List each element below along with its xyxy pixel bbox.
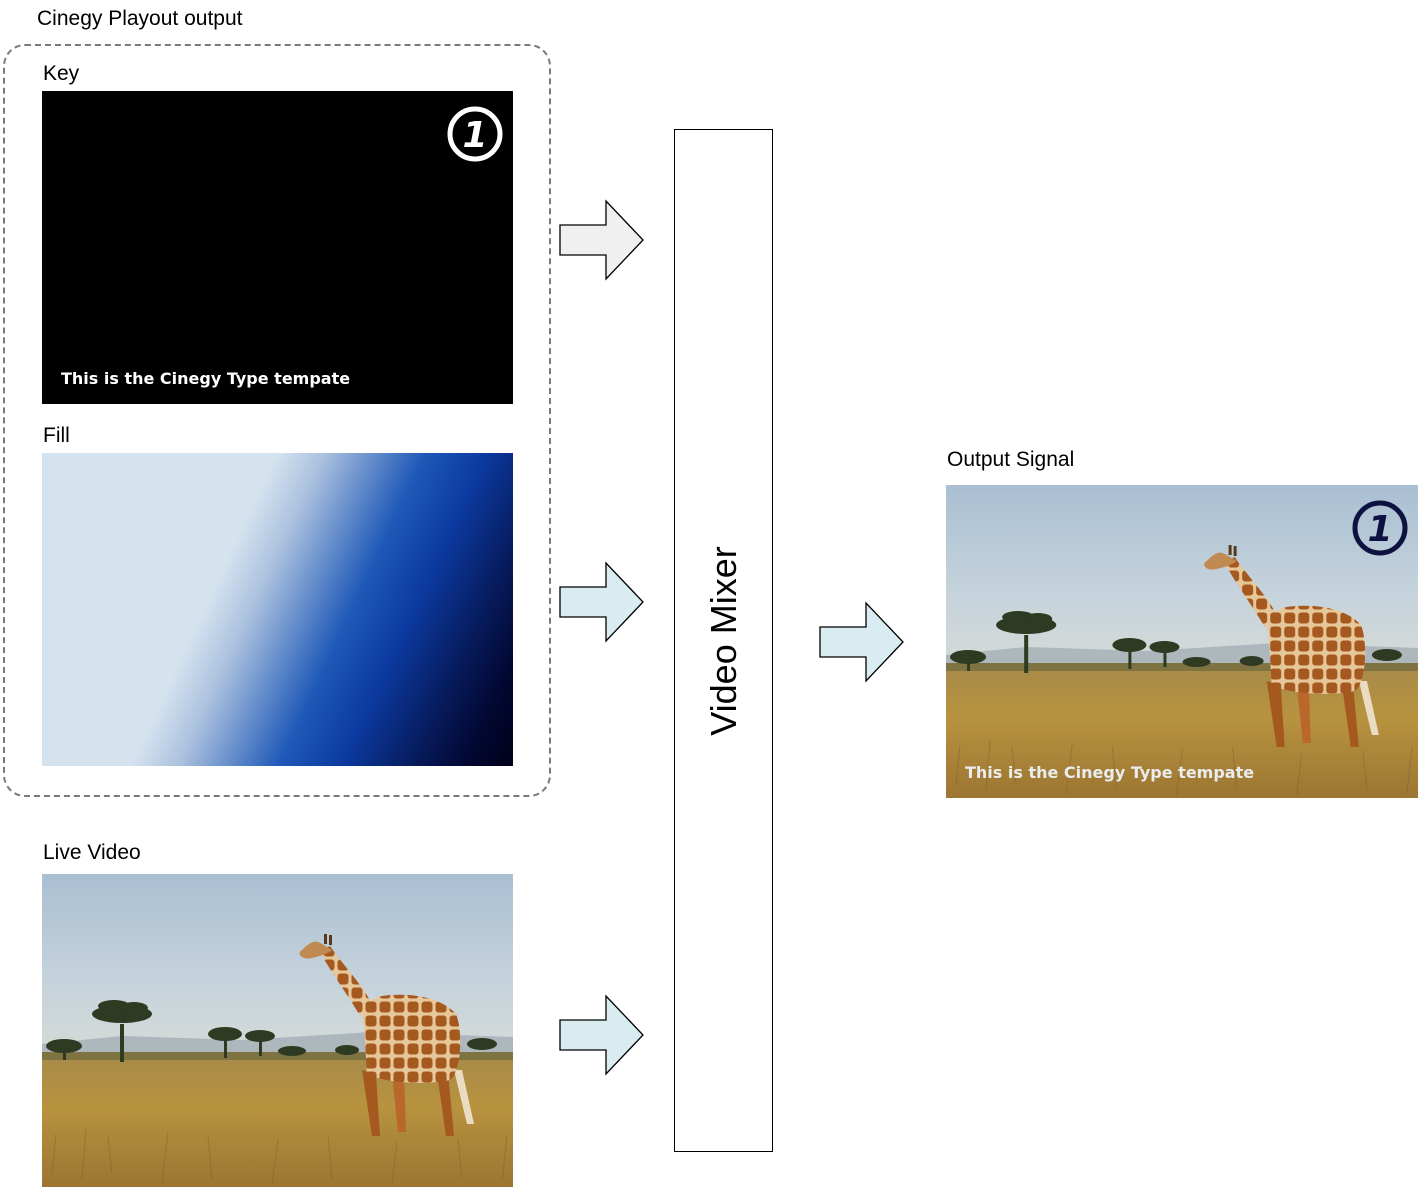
key-to-mixer-arrow-icon — [559, 199, 644, 281]
output-signal-label: Output Signal — [947, 448, 1075, 471]
fill-frame — [42, 453, 513, 766]
output-signal-frame: 1 This is the Cinegy Type tempate — [946, 485, 1418, 798]
fill-label: Fill — [43, 424, 70, 447]
live-video-label: Live Video — [43, 841, 141, 864]
playout-output-group — [3, 44, 551, 797]
channel-one-badge-icon: 1 — [447, 106, 503, 162]
video-mixer-label: Video Mixer — [702, 545, 744, 736]
output-badge-number: 1 — [1367, 509, 1392, 550]
key-frame: 1 This is the Cinegy Type tempate — [42, 91, 513, 404]
output-overlay-text: This is the Cinegy Type tempate — [965, 763, 1255, 782]
output-channel-badge-icon: 1 — [1352, 500, 1408, 556]
key-badge-number: 1 — [462, 115, 487, 156]
video-mixer-box: Video Mixer — [674, 129, 773, 1152]
mixer-to-output-arrow-icon — [819, 601, 904, 683]
group-label: Cinegy Playout output — [37, 7, 243, 30]
fill-to-mixer-arrow-icon — [559, 561, 644, 643]
live-video-frame — [42, 874, 513, 1187]
key-label: Key — [43, 62, 80, 85]
giraffe-savanna-image — [42, 874, 513, 1187]
output-savanna-image — [946, 485, 1418, 798]
key-overlay-text: This is the Cinegy Type tempate — [61, 369, 351, 388]
live-to-mixer-arrow-icon — [559, 994, 644, 1076]
